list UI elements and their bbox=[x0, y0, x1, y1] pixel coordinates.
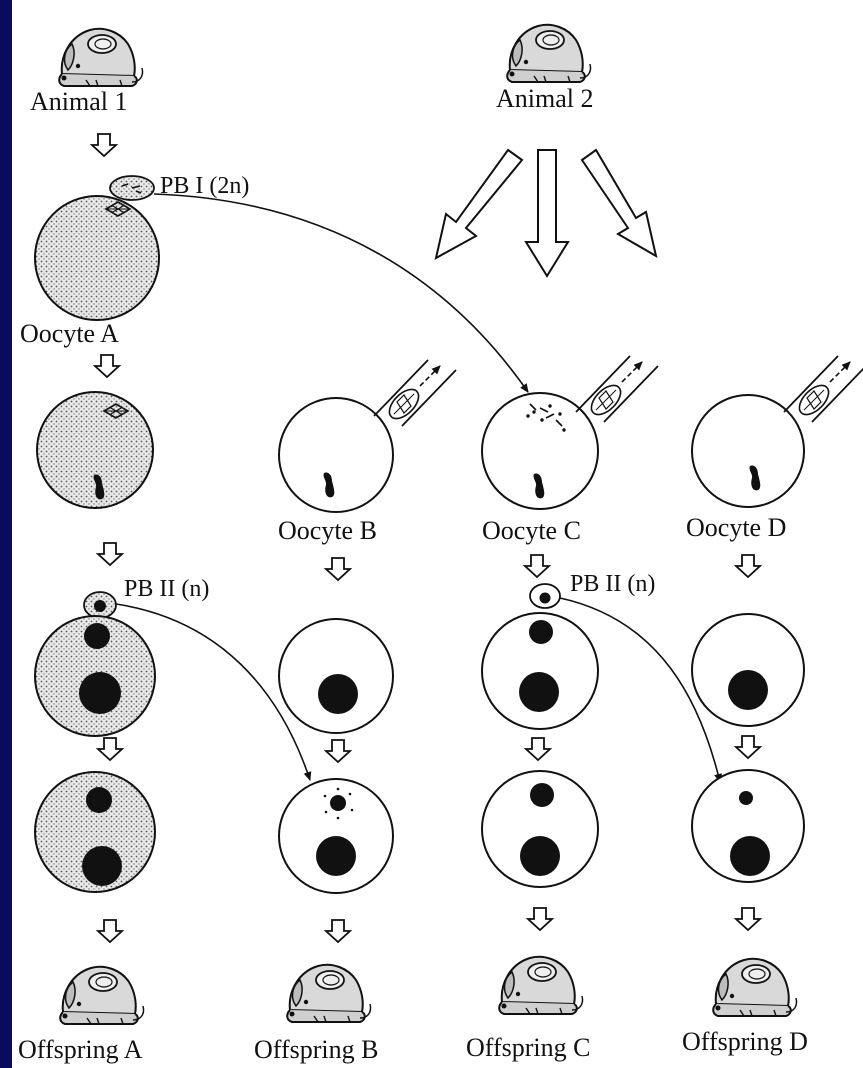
animal-2-mouse-icon bbox=[506, 23, 592, 83]
pb2-left-label: PB II (n) bbox=[124, 576, 209, 602]
big-arrow-right-icon bbox=[580, 148, 658, 259]
down-arrow-icon bbox=[94, 354, 120, 378]
down-arrow-icon bbox=[524, 554, 550, 578]
micropipette-spindle-icon bbox=[784, 356, 863, 422]
animal-2-label: Animal 2 bbox=[496, 84, 594, 113]
animal-1-label: Animal 1 bbox=[30, 87, 128, 116]
pb1-transfer-arrow bbox=[153, 193, 529, 393]
pb1-chromatin-cluster bbox=[526, 403, 566, 432]
oocyte-b-label: Oocyte B bbox=[278, 516, 377, 545]
down-arrow-icon bbox=[97, 737, 123, 761]
pb2-left-transfer-arrow bbox=[115, 603, 312, 781]
offspring-c-mouse-icon bbox=[498, 955, 584, 1015]
down-arrow-icon bbox=[325, 919, 351, 943]
offspring-c-label: Offspring C bbox=[466, 1033, 590, 1062]
oocyte-a-fertilized-cell bbox=[36, 391, 154, 509]
pb2-right-transfer-arrow bbox=[559, 597, 722, 783]
down-arrow-icon bbox=[527, 907, 553, 931]
oocyte-a-cell bbox=[34, 195, 160, 321]
animal-1-mouse-icon bbox=[58, 27, 144, 87]
down-arrow-icon bbox=[735, 554, 761, 578]
down-arrow-icon bbox=[97, 919, 123, 943]
offspring-a-mouse-icon bbox=[59, 965, 145, 1025]
scattered-chromatin-dots bbox=[323, 787, 354, 820]
embryo-d-cell bbox=[691, 769, 805, 883]
pb2-right-label: PB II (n) bbox=[570, 571, 655, 597]
down-arrow-icon bbox=[735, 907, 761, 931]
micropipette-spindle-icon bbox=[576, 356, 658, 422]
embryo-a-cell bbox=[34, 771, 156, 893]
offspring-d-mouse-icon bbox=[712, 957, 798, 1017]
oocyte-d-label: Oocyte D bbox=[686, 513, 786, 542]
down-arrow-icon bbox=[735, 735, 761, 759]
down-arrow-icon bbox=[91, 133, 117, 157]
down-arrow-icon bbox=[325, 557, 351, 581]
oocyte-b-cell bbox=[278, 397, 394, 513]
down-arrow-icon bbox=[97, 542, 123, 566]
diagram-panel bbox=[12, 0, 863, 1068]
down-arrow-icon bbox=[525, 737, 551, 761]
big-arrow-left-icon bbox=[434, 148, 524, 260]
oocyte-c-label: Oocyte C bbox=[482, 516, 581, 545]
micropipette-spindle-icon bbox=[374, 360, 456, 426]
offspring-a-label: Offspring A bbox=[18, 1035, 143, 1064]
offspring-b-label: Offspring B bbox=[254, 1035, 378, 1064]
down-arrow-icon bbox=[325, 739, 351, 763]
zygote-c-cell bbox=[481, 612, 599, 730]
oocyte-d-cell bbox=[691, 394, 805, 508]
offspring-b-mouse-icon bbox=[286, 963, 372, 1023]
oocyte-c-cell bbox=[481, 392, 599, 510]
offspring-d-label: Offspring D bbox=[682, 1027, 808, 1056]
big-arrow-center-icon bbox=[524, 149, 570, 278]
oocyte-a-label: Oocyte A bbox=[20, 319, 119, 348]
embryo-c-cell bbox=[481, 770, 599, 888]
